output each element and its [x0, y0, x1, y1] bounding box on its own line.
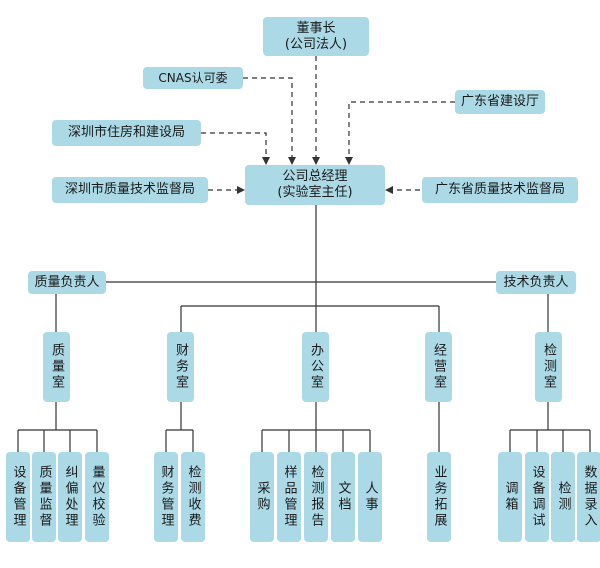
- task-testing-fees: 检测收费: [181, 452, 205, 542]
- business-dept-box: 经营室: [425, 332, 452, 402]
- chairman-box: 董事长 (公司法人): [263, 17, 369, 56]
- task-correction: 纠偏处理: [58, 452, 82, 542]
- task-test-reports: 检测报告: [304, 452, 328, 542]
- task-sample-mgmt: 样品管理: [277, 452, 301, 542]
- gm-box: 公司总经理 (实验室主任): [245, 165, 385, 205]
- sz-quality-box: 深圳市质量技术监督局: [52, 177, 208, 203]
- task-quality-supervision: 质量监督: [32, 452, 56, 542]
- task-equipment-mgmt: 设备管理: [6, 452, 30, 542]
- gd-quality-box: 广东省质量技术监督局: [422, 177, 578, 203]
- gd-construction-box: 广东省建设厅: [455, 90, 545, 114]
- task-finance-mgmt: 财务管理: [154, 452, 178, 542]
- task-data-entry: 数据录入: [577, 452, 600, 542]
- task-business-expansion: 业务拓展: [427, 452, 451, 542]
- task-personnel: 人事: [358, 452, 382, 542]
- task-instrument-calibration: 量仪校验: [85, 452, 109, 542]
- cnas-box: CNAS认可委: [143, 67, 243, 89]
- task-equipment-debug: 设备调试: [525, 452, 549, 542]
- task-box-adjust: 调箱: [498, 452, 522, 542]
- sz-housing-box: 深圳市住房和建设局: [52, 120, 201, 146]
- task-purchasing: 采购: [250, 452, 274, 542]
- task-documents: 文档: [331, 452, 355, 542]
- finance-dept-box: 财务室: [167, 332, 194, 402]
- quality-lead-box: 质量负责人: [28, 271, 106, 294]
- dashed-connectors: [201, 56, 455, 191]
- task-testing: 检测: [551, 452, 575, 542]
- office-dept-box: 办公室: [302, 332, 329, 402]
- arrowheads: [237, 157, 393, 194]
- testing-dept-box: 检测室: [535, 332, 562, 402]
- tech-lead-box: 技术负责人: [496, 271, 576, 294]
- quality-dept-box: 质量室: [43, 332, 70, 402]
- solid-connectors: [17, 204, 591, 452]
